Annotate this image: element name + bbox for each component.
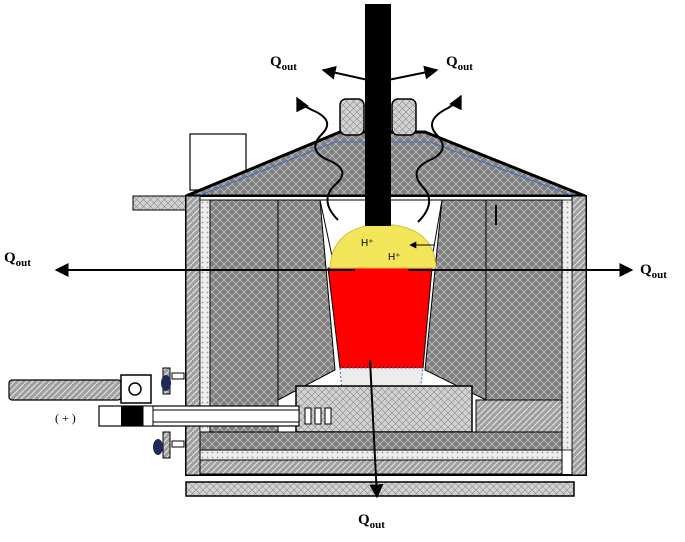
right-outer-lining [571,195,587,476]
hearth-insulation [199,449,563,461]
wavy-heat-arrow-right [415,94,462,223]
right-brick-wall [485,199,563,401]
hearth-layer [199,431,563,451]
electrode-clamp-left [339,98,365,136]
electrode [365,4,391,226]
h-ion-label-1: H⁺ [361,238,374,249]
side-bracket [132,195,192,211]
base-plate [185,481,575,497]
wavy-heat-arrow-left [296,96,344,221]
anode-rod-band-2 [142,405,154,427]
q-out-label-top-right: Qout [446,54,473,73]
heat-flow-arrow-top-right [387,65,439,81]
cooling-slot-3 [324,407,332,425]
cooling-slot-1 [304,407,312,425]
q-out-label-right: Qout [640,262,667,281]
heat-flow-arrow-bottom [369,359,384,499]
anode-inner-rod [152,409,300,423]
crucible-left-wall [277,199,336,401]
clamp-bolt-icon [153,431,185,459]
molten-metal [327,267,433,369]
plus-terminal-label: ( + ) [55,411,76,425]
bottom-electrode-block [295,385,473,433]
anode-rod-band [121,406,143,426]
heat-flow-arrow-top-left [321,65,369,81]
q-out-label-top-left: Qout [270,54,297,73]
left-outer-lining [185,195,201,476]
right-insulation [561,199,573,451]
q-out-label-bottom: Qout [358,512,385,531]
connector-bar [8,379,122,401]
electrode-clamp-right [391,98,417,136]
right-lower-block [475,399,563,433]
q-out-label-left: Qout [4,250,31,269]
clamp-bolt-icon [161,367,185,395]
hearth-base [199,459,563,475]
cooling-slot-2 [314,407,322,425]
connector-hole [128,382,142,396]
h-ion-label-2: H⁺ [388,252,401,263]
